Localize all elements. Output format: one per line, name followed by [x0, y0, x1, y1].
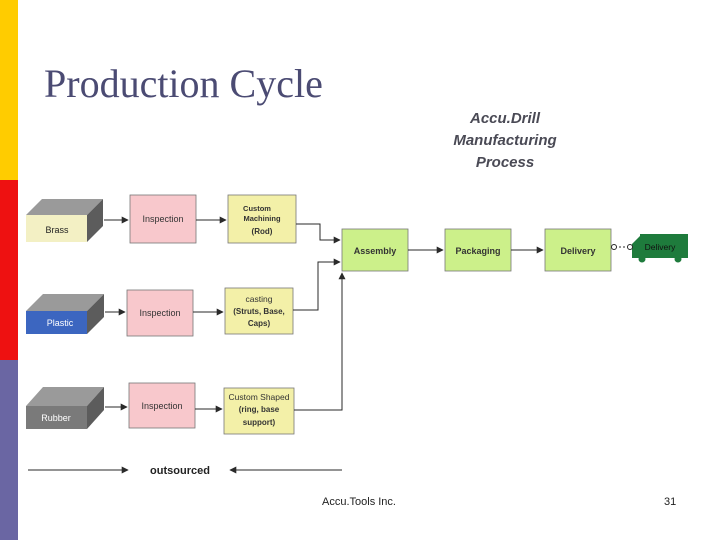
truck-cargo [640, 234, 688, 258]
truck-cab [632, 236, 640, 258]
truck-wheel [638, 255, 646, 263]
inspection-rect [129, 194, 197, 244]
delivery-node [611, 244, 617, 250]
process-title-line: Accu.Drill [469, 110, 541, 127]
block-front [26, 311, 87, 334]
material-label: Brass [45, 225, 69, 235]
preparation-box-shaping: Custom Shaped (ring, base support) [223, 387, 295, 435]
truck-node [627, 244, 633, 250]
preparation-label: Custom [243, 204, 271, 213]
preparation-label: (Struts, Base, [233, 307, 285, 316]
preparation-box-machining: Custom Machining (Rod) [227, 194, 297, 244]
accent-bar-purple [0, 360, 18, 540]
preparation-label: support) [243, 418, 276, 427]
block-side [87, 294, 104, 334]
stage-box-packaging: Packaging [444, 228, 512, 272]
block-side [87, 387, 104, 429]
inspection-label: Inspection [141, 401, 182, 411]
stage-label: Delivery [560, 246, 595, 256]
block-side [87, 199, 103, 242]
stage-rect [544, 228, 612, 272]
material-brass-block: Brass [26, 199, 103, 242]
preparation-label: casting [246, 294, 273, 304]
process-title-line: Manufacturing [453, 132, 557, 149]
preparation-rect [227, 194, 297, 244]
block-top [26, 294, 104, 311]
block-front [26, 406, 87, 429]
inspection-label: Inspection [139, 308, 180, 318]
block-front [26, 215, 87, 242]
truck-wheel [674, 255, 682, 263]
stage-rect [444, 228, 512, 272]
inspection-box: Inspection [128, 382, 196, 429]
stage-box-delivery: Delivery [544, 228, 612, 272]
preparation-rect [223, 387, 295, 435]
block-top [26, 387, 104, 406]
stage-label: Packaging [455, 246, 500, 256]
accent-bar-yellow [0, 0, 18, 180]
slide-title: Production Cycle [44, 61, 323, 106]
truck-label: Delivery [645, 242, 676, 252]
stage-rect [341, 228, 409, 272]
legend-label: outsourced [150, 465, 210, 477]
material-plastic-block: Plastic [26, 294, 104, 334]
material-label: Rubber [41, 413, 71, 423]
process-title-line: Process [475, 154, 535, 171]
preparation-label: Caps) [248, 319, 271, 328]
preparation-box-casting: casting (Struts, Base, Caps) [224, 287, 294, 335]
accent-bar-red [0, 180, 18, 360]
preparation-label: Machining [243, 214, 281, 223]
block-top [26, 199, 103, 215]
page-number: 31 [664, 496, 677, 508]
arrow-shaping-to-assembly [294, 272, 346, 411]
legend: outsourced [28, 465, 342, 477]
inspection-box: Inspection [129, 194, 197, 244]
arrow-machining-to-assembly [296, 223, 341, 244]
material-rubber-block: Rubber [26, 387, 104, 429]
arrow-casting-to-assembly [293, 258, 341, 311]
inspection-rect [126, 289, 194, 337]
process-title: Accu.Drill Manufacturing Process [440, 108, 570, 174]
inspection-rect [128, 382, 196, 429]
stage-label: Assembly [354, 246, 397, 256]
inspection-box: Inspection [126, 289, 194, 337]
preparation-rect [224, 287, 294, 335]
preparation-label: (ring, base [239, 405, 280, 414]
material-label: Plastic [47, 318, 74, 328]
connectors [104, 216, 633, 413]
preparation-label: Custom Shaped [229, 392, 290, 402]
inspection-label: Inspection [142, 214, 183, 224]
stage-box-assembly: Assembly [341, 228, 409, 272]
delivery-truck-icon: Delivery [632, 234, 688, 263]
footer-company: Accu.Tools Inc. [322, 496, 396, 508]
preparation-label: (Rod) [252, 227, 273, 236]
